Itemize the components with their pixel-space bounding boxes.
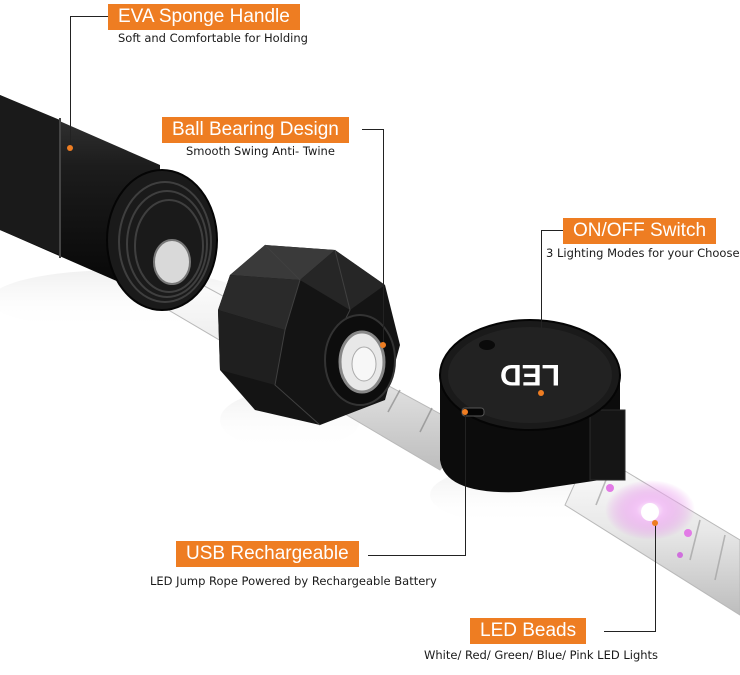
callout-leader	[70, 16, 71, 148]
callout-leader	[383, 129, 384, 345]
callout-title-led-beads: LED Beads	[470, 618, 587, 644]
callout-subtitle-on-off-switch: 3 Lighting Modes for your Choose	[546, 246, 740, 260]
callout-title-ball-bearing: Ball Bearing Design	[162, 117, 349, 143]
switch-housing: LED	[439, 319, 626, 493]
callout-subtitle-usb-rechargeable: LED Jump Rope Powered by Rechargeable Ba…	[150, 574, 437, 588]
callout-leader	[541, 230, 563, 231]
callout-leader	[541, 230, 542, 392]
callout-subtitle-eva-handle: Soft and Comfortable for Holding	[118, 31, 308, 45]
callout-title-on-off-switch: ON/OFF Switch	[563, 218, 717, 244]
callout-title-eva-handle: EVA Sponge Handle	[108, 4, 300, 30]
callout-dot	[462, 409, 468, 415]
ball-bearing-cap	[218, 244, 400, 426]
callout-leader	[465, 412, 466, 556]
callout-dot	[67, 145, 73, 151]
callout-leader	[368, 555, 465, 556]
callout-subtitle-led-beads: White/ Red/ Green/ Blue/ Pink LED Lights	[424, 648, 659, 662]
callout-leader	[362, 129, 384, 130]
callout-leader	[70, 16, 108, 17]
callout-title-usb-rechargeable: USB Rechargeable	[176, 541, 359, 567]
callout-leader	[655, 523, 656, 632]
callout-leader	[604, 631, 656, 632]
led-rope	[564, 449, 740, 616]
callout-subtitle-ball-bearing: Smooth Swing Anti- Twine	[186, 144, 335, 158]
callout-dot	[380, 342, 386, 348]
eva-sponge-handle	[0, 95, 218, 311]
callout-dot	[652, 520, 658, 526]
led-cap-text: LED	[500, 358, 560, 391]
callout-dot	[538, 390, 544, 396]
